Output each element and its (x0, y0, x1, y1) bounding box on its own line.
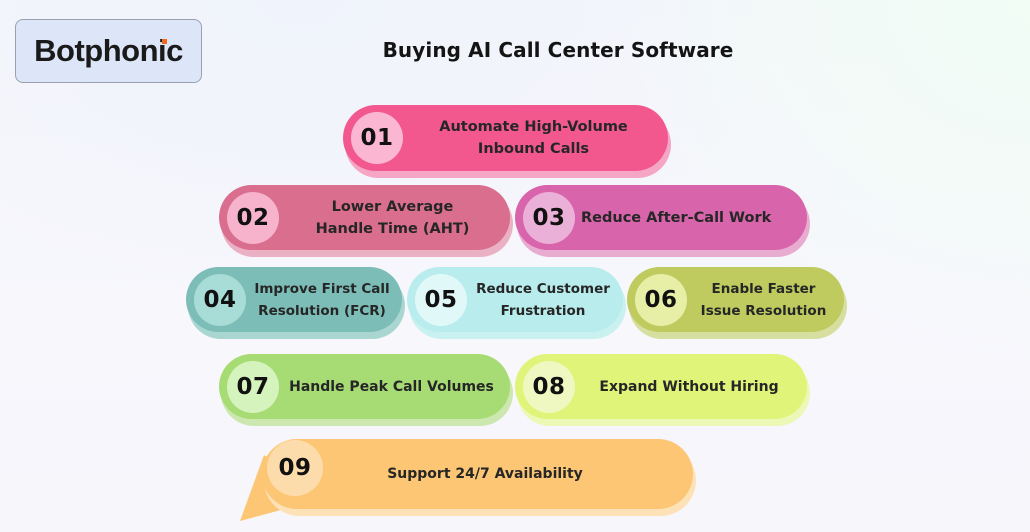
benefit-item-07: 07 Handle Peak Call Volumes (219, 354, 513, 426)
item-label: Expand Without Hiring (599, 378, 779, 395)
item-number-badge: 06 (635, 273, 687, 326)
logo-text: Botphonic (34, 33, 183, 68)
item-number-badge: 02 (227, 191, 279, 244)
page-title: Buying AI Call Center Software (382, 38, 734, 62)
benefit-item-08: 08 Expand Without Hiring (515, 354, 810, 426)
benefit-item-09: 09 Support 24/7 Availability (262, 439, 696, 516)
item-number-badge: 01 (351, 112, 403, 164)
item-number-badge: 05 (415, 273, 467, 326)
item-number-badge: 07 (227, 360, 279, 413)
item-number-badge: 03 (523, 191, 575, 244)
logo-dot-icon (161, 39, 167, 44)
item-label: Support 24/7 Availability (387, 466, 583, 482)
item-label: Handle Peak Call Volumes (289, 378, 494, 395)
item-number-badge: 04 (194, 273, 246, 326)
pill-face (262, 439, 693, 509)
item-number-badge: 09 (267, 440, 323, 496)
benefit-item-03: 03 Reduce After-Call Work (515, 185, 810, 257)
item-label: Reduce After-Call Work (581, 209, 772, 226)
botphonic-logo: Botphonic (15, 19, 202, 83)
item-number-badge: 08 (523, 360, 575, 413)
